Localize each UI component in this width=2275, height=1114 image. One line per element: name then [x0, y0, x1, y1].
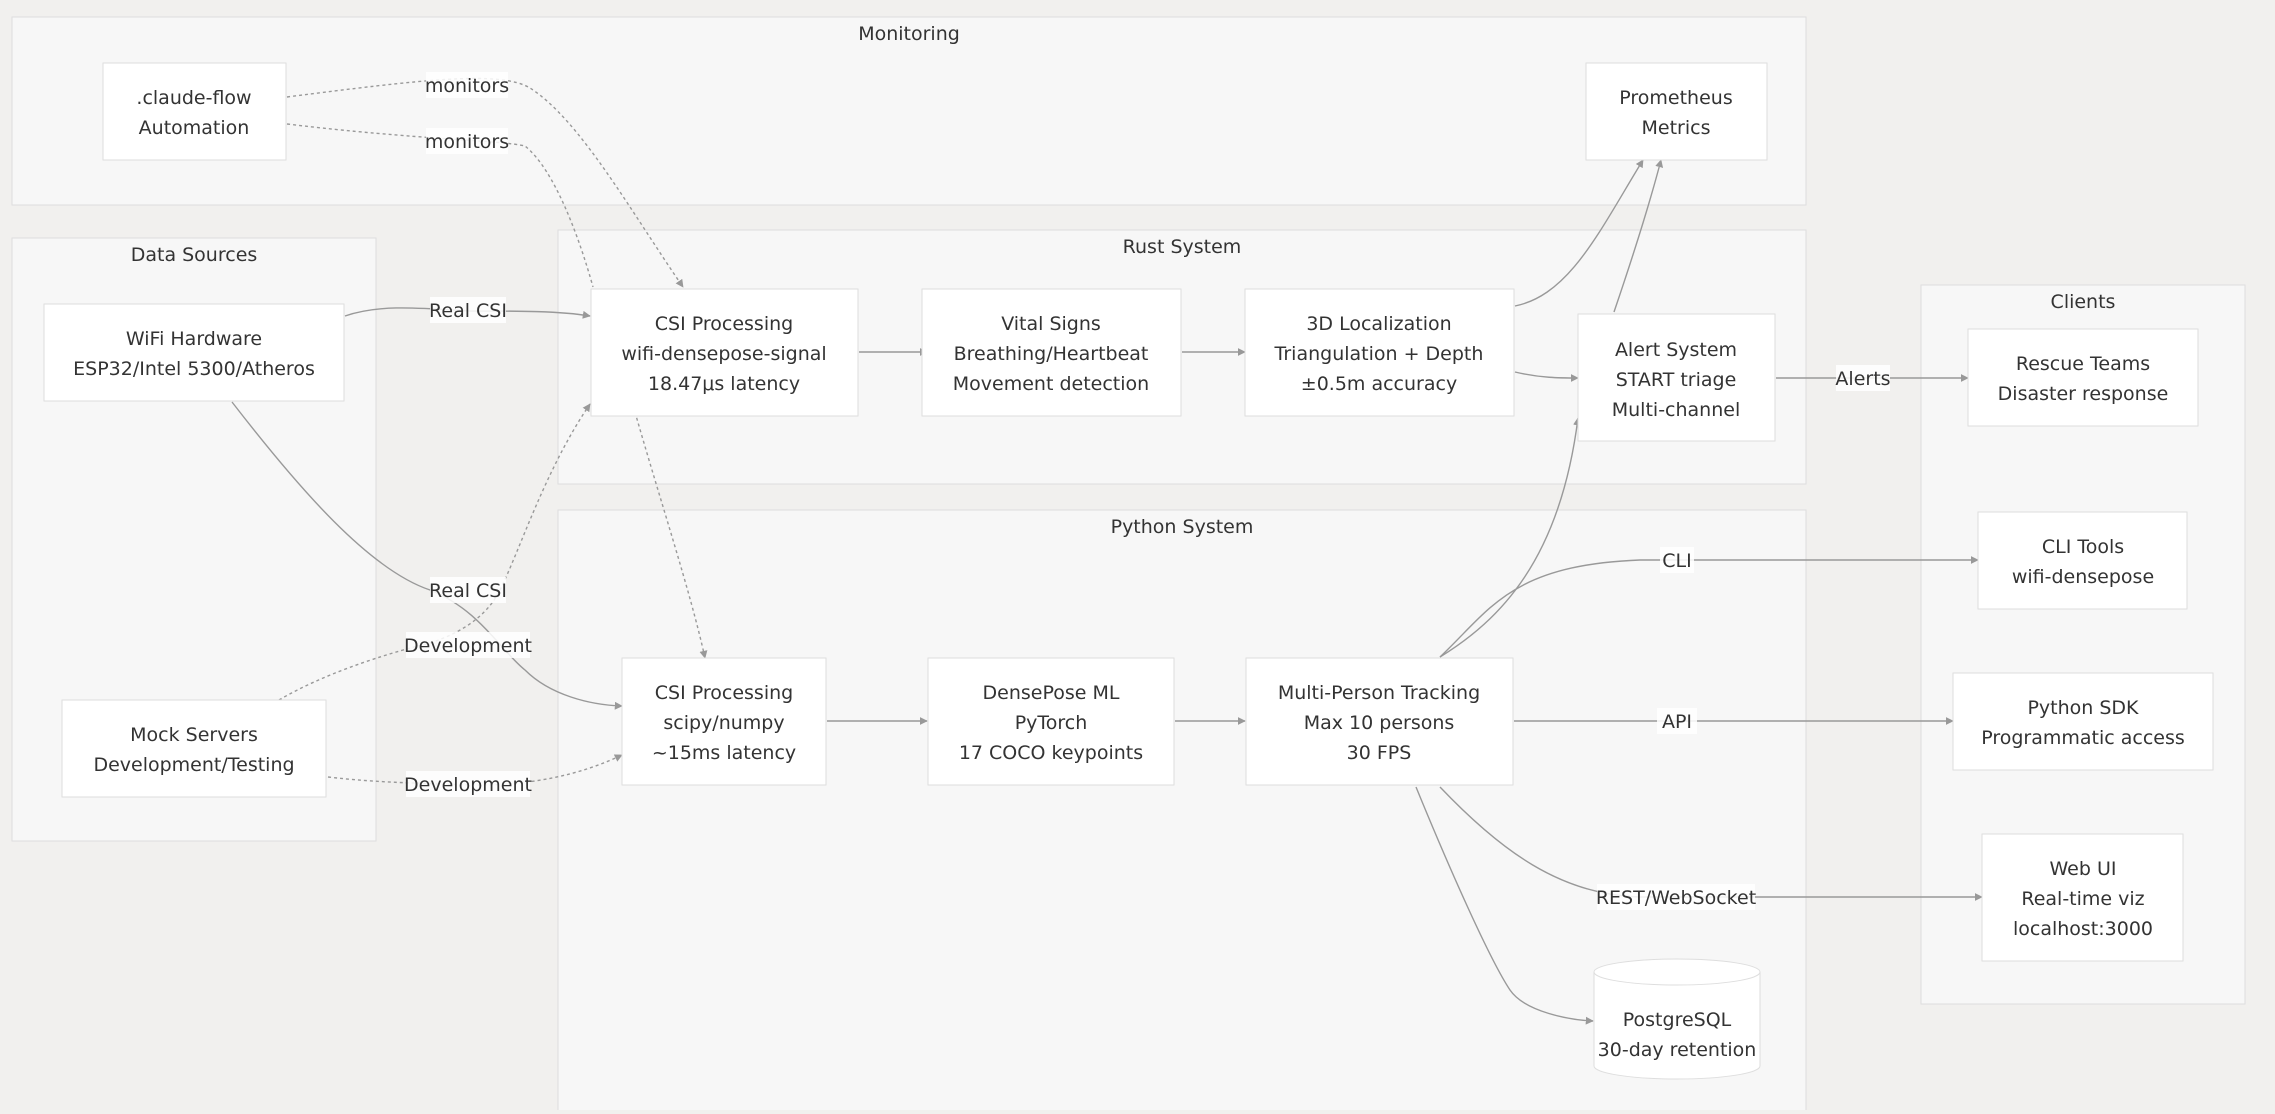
svg-text:Metrics: Metrics — [1642, 117, 1711, 139]
svg-text:Real CSI: Real CSI — [429, 300, 507, 322]
svg-text:3D Localization: 3D Localization — [1306, 313, 1451, 335]
edge-tracking-to-postgres — [1415, 786, 1594, 1025]
svg-text:monitors: monitors — [425, 131, 509, 153]
edge-label-api: API — [1657, 708, 1697, 734]
node-python-sdk: Python SDK Programmatic access — [1952, 672, 2214, 771]
svg-text:Development: Development — [404, 774, 532, 796]
svg-text:Web UI: Web UI — [2050, 858, 2117, 880]
svg-text:Alerts: Alerts — [1835, 368, 1890, 390]
edge-claude-flow-to-rust-csi — [286, 77, 684, 288]
svg-text:Python SDK: Python SDK — [2027, 697, 2139, 719]
node-wifi-hardware: WiFi Hardware ESP32/Intel 5300/Atheros — [43, 303, 345, 402]
node-vital-signs: Vital Signs Breathing/Heartbeat Movement… — [921, 288, 1182, 417]
svg-text:CLI: CLI — [1662, 550, 1691, 572]
svg-text:PyTorch: PyTorch — [1015, 712, 1088, 734]
edge-label-monitors-2: monitors — [425, 128, 509, 154]
cluster-python-system-title: Python System — [1111, 516, 1254, 538]
svg-text:30-day retention: 30-day retention — [1598, 1039, 1757, 1061]
svg-text:18.47μs latency: 18.47μs latency — [648, 373, 800, 395]
node-rust-csi-processing: CSI Processing wifi-densepose-signal 18.… — [590, 288, 859, 417]
svg-text:Rescue Teams: Rescue Teams — [2016, 353, 2150, 375]
svg-text:ESP32/Intel 5300/Atheros: ESP32/Intel 5300/Atheros — [73, 358, 315, 380]
svg-text:Prometheus: Prometheus — [1619, 87, 1732, 109]
node-prometheus: Prometheus Metrics — [1585, 62, 1768, 161]
svg-text:Automation: Automation — [139, 117, 250, 139]
svg-text:monitors: monitors — [425, 75, 509, 97]
svg-text:Real-time viz: Real-time viz — [2021, 888, 2144, 910]
svg-text:scipy/numpy: scipy/numpy — [663, 712, 784, 734]
edge-tracking-to-cli — [1439, 556, 1979, 658]
node-python-csi-processing: CSI Processing scipy/numpy ~15ms latency — [621, 657, 827, 786]
svg-text:Triangulation + Depth: Triangulation + Depth — [1274, 343, 1484, 365]
svg-text:CLI Tools: CLI Tools — [2042, 536, 2124, 558]
edge-tracking-to-alert — [1439, 417, 1582, 658]
svg-text:Multi-channel: Multi-channel — [1612, 399, 1740, 421]
svg-text:Max 10 persons: Max 10 persons — [1304, 712, 1455, 734]
svg-text:API: API — [1662, 711, 1692, 733]
svg-text:Vital Signs: Vital Signs — [1001, 313, 1101, 335]
edge-mock-to-rust-csi — [278, 403, 591, 701]
node-3d-localization: 3D Localization Triangulation + Depth ±0… — [1244, 288, 1515, 417]
cluster-monitoring-title: Monitoring — [858, 23, 960, 45]
svg-text:.claude-flow: .claude-flow — [136, 87, 251, 109]
svg-text:Mock Servers: Mock Servers — [130, 724, 258, 746]
edge-label-real-csi-1: Real CSI — [429, 297, 507, 323]
edge-wifi-to-py-csi — [231, 401, 623, 710]
edge-label-rest-websocket: REST/WebSocket — [1596, 884, 1756, 910]
svg-text:~15ms latency: ~15ms latency — [652, 742, 796, 764]
node-mock-servers: Mock Servers Development/Testing — [61, 699, 327, 798]
svg-text:Alert System: Alert System — [1615, 339, 1737, 361]
edge-localization-to-alert — [1514, 371, 1579, 382]
svg-text:±0.5m accuracy: ±0.5m accuracy — [1301, 373, 1457, 395]
svg-text:WiFi Hardware: WiFi Hardware — [126, 328, 262, 350]
cluster-rust-system-title: Rust System — [1123, 236, 1242, 258]
cluster-monitoring: Monitoring — [11, 16, 1807, 206]
edge-claude-flow-to-py-csi-upper — [286, 123, 594, 288]
svg-text:START triage: START triage — [1616, 369, 1737, 391]
node-multi-person-tracking: Multi-Person Tracking Max 10 persons 30 … — [1245, 657, 1514, 786]
svg-text:Programmatic access: Programmatic access — [1981, 727, 2185, 749]
svg-text:17 COCO keypoints: 17 COCO keypoints — [959, 742, 1143, 764]
edge-label-development-2: Development — [404, 771, 532, 797]
node-claude-flow: .claude-flow Automation — [102, 62, 287, 161]
svg-text:localhost:3000: localhost:3000 — [2013, 918, 2153, 940]
edge-label-monitors-1: monitors — [425, 72, 509, 98]
svg-text:PostgreSQL: PostgreSQL — [1623, 1009, 1732, 1031]
svg-text:Disaster response: Disaster response — [1998, 383, 2169, 405]
svg-text:DensePose ML: DensePose ML — [983, 682, 1120, 704]
edge-alert-to-prometheus — [1613, 159, 1664, 313]
svg-text:Real CSI: Real CSI — [429, 580, 507, 602]
svg-text:Breathing/Heartbeat: Breathing/Heartbeat — [954, 343, 1149, 365]
svg-text:30 FPS: 30 FPS — [1347, 742, 1412, 764]
edge-label-development-1: Development — [404, 632, 532, 658]
svg-text:REST/WebSocket: REST/WebSocket — [1596, 887, 1756, 909]
svg-text:wifi-densepose-signal: wifi-densepose-signal — [621, 343, 826, 365]
edge-localization-to-prometheus — [1514, 159, 1644, 307]
svg-text:wifi-densepose: wifi-densepose — [2012, 566, 2154, 588]
node-densepose-ml: DensePose ML PyTorch 17 COCO keypoints — [927, 657, 1175, 786]
edge-claude-flow-to-py-csi — [634, 411, 708, 659]
svg-text:Movement detection: Movement detection — [953, 373, 1149, 395]
node-postgresql: PostgreSQL 30-day retention — [1593, 958, 1761, 1080]
svg-text:CSI Processing: CSI Processing — [655, 313, 793, 335]
node-web-ui: Web UI Real-time viz localhost:3000 — [1981, 833, 2184, 962]
svg-text:CSI Processing: CSI Processing — [655, 682, 793, 704]
node-cli-tools: CLI Tools wifi-densepose — [1977, 511, 2188, 610]
node-rescue-teams: Rescue Teams Disaster response — [1967, 328, 2199, 427]
cluster-clients-title: Clients — [2051, 291, 2116, 313]
cluster-data-sources-title: Data Sources — [131, 244, 258, 266]
svg-text:Development/Testing: Development/Testing — [93, 754, 294, 776]
svg-text:Development: Development — [404, 635, 532, 657]
edge-label-real-csi-2: Real CSI — [429, 577, 507, 603]
edge-label-alerts: Alerts — [1835, 365, 1891, 391]
svg-text:Multi-Person Tracking: Multi-Person Tracking — [1278, 682, 1480, 704]
edge-label-cli: CLI — [1660, 547, 1694, 573]
node-alert-system: Alert System START triage Multi-channel — [1577, 313, 1776, 442]
